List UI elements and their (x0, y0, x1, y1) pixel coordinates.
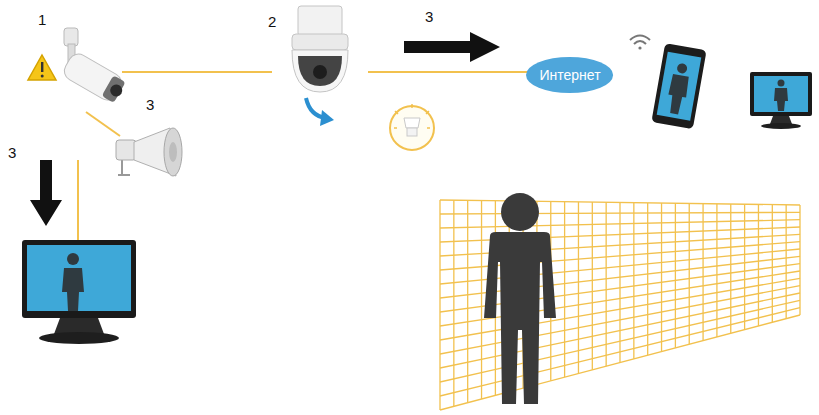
grid-line (716, 204, 717, 337)
rotation-arrow (306, 98, 334, 126)
speaker-horn (116, 128, 182, 176)
grid-line (633, 203, 634, 359)
grid-line (702, 204, 703, 341)
grid-line (481, 201, 482, 399)
grid-line (467, 200, 468, 402)
node-text: Интернет (539, 67, 600, 83)
network-ellipse: Интернет (525, 56, 614, 94)
grid-line (689, 203, 690, 344)
grid-line (606, 202, 607, 366)
grid-line (439, 200, 440, 410)
arrow (30, 160, 62, 226)
grid-line (564, 202, 565, 377)
bullet-camera (61, 28, 129, 106)
grid-line (661, 203, 662, 351)
wifi-icon (630, 36, 650, 50)
grid-line (453, 200, 454, 406)
light-icon (390, 104, 434, 150)
person-silhouette (484, 193, 556, 404)
callout-number: 2 (268, 14, 276, 29)
grid-line (440, 200, 800, 205)
phone (651, 43, 706, 129)
grid-line (440, 212, 800, 214)
grid-line (799, 205, 800, 315)
grid-line (758, 204, 759, 326)
callout-number: 3 (8, 145, 16, 160)
monitor (750, 72, 812, 129)
grid-line (730, 204, 731, 333)
callout-number: 3 (146, 97, 154, 112)
warning-sign (28, 55, 56, 80)
monitor (22, 240, 136, 344)
callout-number: 1 (38, 12, 46, 27)
grid-line (592, 202, 593, 370)
grid-line (619, 203, 620, 363)
arrow (404, 32, 500, 62)
dome-camera (292, 6, 348, 92)
grid-line (440, 220, 800, 228)
grid-line (440, 308, 800, 396)
grid-line (772, 205, 773, 323)
grid-line (578, 202, 579, 374)
grid-line (440, 315, 800, 410)
wire (78, 72, 528, 242)
grid-line (647, 203, 648, 355)
grid-line (786, 205, 787, 319)
callout-number: 3 (425, 9, 433, 24)
detection-grid (440, 200, 800, 410)
grid-line (675, 203, 676, 348)
grid-line (744, 204, 745, 329)
